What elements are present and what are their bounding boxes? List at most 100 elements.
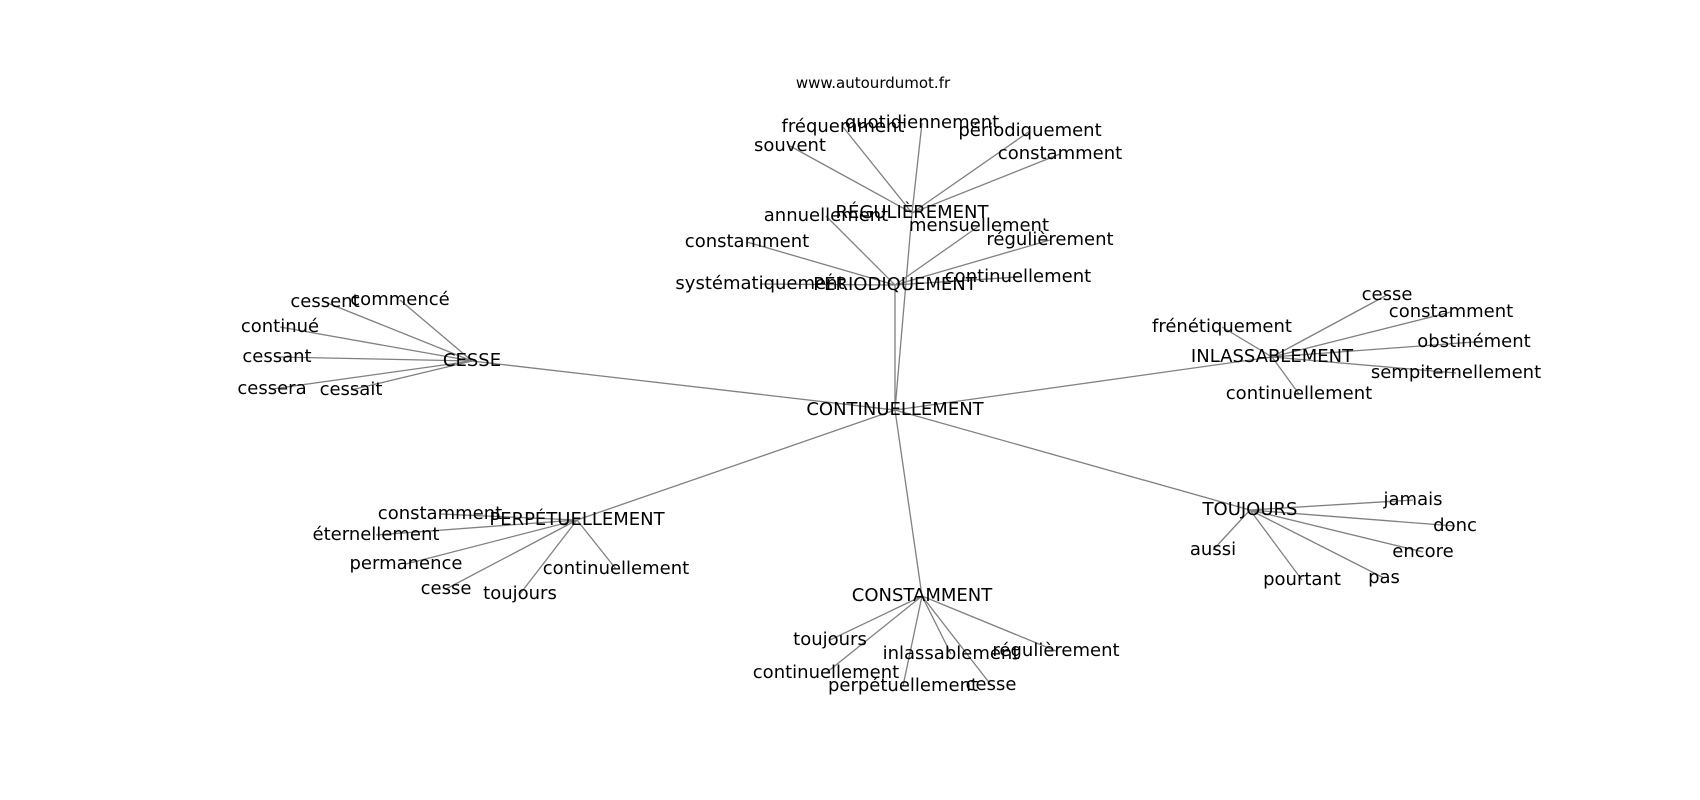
leaf-node-toujours: toujours <box>793 629 867 650</box>
leaf-node-perpetuellement: perpétuellement <box>828 675 978 696</box>
leaf-node-frequemment: fréquemment <box>782 116 905 137</box>
hub-node-constamment: CONSTAMMENT <box>852 585 993 606</box>
leaf-node-pas: pas <box>1368 567 1400 588</box>
leaf-node-inlassablement: inlassablement <box>883 643 1020 664</box>
watermark: www.autourdumot.fr <box>796 74 951 92</box>
leaf-node-donc: donc <box>1433 515 1477 536</box>
leaf-node-regulierement: régulièrement <box>992 640 1119 661</box>
leaf-node-continue: continué <box>241 316 319 337</box>
leaf-node-cessant: cessant <box>242 346 311 367</box>
edge-inlassablement-constamment <box>1271 311 1452 358</box>
leaf-node-cesse: cesse <box>1362 284 1413 305</box>
edge-inlassablement-sempiternellement <box>1271 356 1457 374</box>
edge-toujours-encore <box>1249 509 1424 553</box>
edge-cesse-commence <box>399 299 473 362</box>
leaf-node-annuellement: annuellement <box>764 205 888 226</box>
leaf-node-souvent: souvent <box>754 135 826 156</box>
edge-center-regulierement <box>894 212 913 411</box>
hub-node-cesse: CESSE <box>443 350 501 371</box>
leaf-node-periodiquement: périodiquement <box>958 120 1101 141</box>
leaf-node-obstinement: obstinément <box>1417 331 1530 352</box>
leaf-node-toujours: toujours <box>483 583 557 604</box>
edge-regulierement-constamment <box>911 153 1061 214</box>
edge-perpetuellement-eternellement <box>375 519 578 536</box>
leaf-node-cessera: cessera <box>237 378 306 399</box>
leaf-node-systematiquement: systématiquement <box>675 273 844 294</box>
edge-regulierement-periodiquement <box>911 130 1031 214</box>
leaf-node-constamment: constamment <box>685 231 809 252</box>
edge-cesse-cessera <box>271 360 473 390</box>
leaf-node-pourtant: pourtant <box>1263 569 1341 590</box>
hub-node-regulierement: RÉGULIÈREMENT <box>836 201 990 223</box>
leaf-node-continuellement: continuellement <box>1226 383 1372 404</box>
leaf-node-cesse: cesse <box>966 674 1017 695</box>
edge-inlassablement-continuellement <box>1271 356 1300 395</box>
edge-periodiquement-constamment <box>746 241 896 286</box>
edge-toujours-pourtant <box>1249 509 1303 581</box>
edge-cesse-cessent <box>324 301 473 362</box>
leaf-node-continuellement: continuellement <box>945 266 1091 287</box>
leaf-node-jamais: jamais <box>1383 489 1443 510</box>
leaf-node-constamment: constamment <box>378 503 502 524</box>
hub-node-periodiquement: PÉRIODIQUEMENT <box>813 273 977 295</box>
leaf-node-cessent: cessent <box>290 291 359 312</box>
hub-node-perpetuellement: PERPÉTUELLEMENT <box>489 508 665 530</box>
leaf-node-cessait: cessait <box>320 379 383 400</box>
edge-regulierement-souvent <box>789 145 913 214</box>
edge-periodiquement-regulierement <box>894 239 1051 286</box>
edge-perpetuellement-toujours <box>519 519 578 595</box>
edge-perpetuellement-permanence <box>405 519 578 565</box>
edge-center-cesse <box>471 360 896 411</box>
edge-cesse-cessant <box>276 356 473 362</box>
leaf-node-commence: commencé <box>350 289 449 310</box>
edge-constamment-cesse <box>921 595 992 686</box>
leaf-node-encore: encore <box>1392 541 1453 562</box>
edge-constamment-perpetuellement <box>902 595 923 687</box>
edge-perpetuellement-cesse <box>445 519 578 590</box>
center-node-label: CONTINUELLEMENT <box>806 399 984 420</box>
edge-inlassablement-cesse <box>1271 294 1388 358</box>
leaf-node-eternellement: éternellement <box>313 524 440 545</box>
leaf-node-constamment: constamment <box>998 143 1122 164</box>
leaf-node-regulierement: régulièrement <box>986 229 1113 250</box>
edge-periodiquement-annuellement <box>825 215 896 286</box>
edge-toujours-pas <box>1249 509 1385 579</box>
edge-constamment-continuellement <box>825 595 923 674</box>
hub-node-toujours: TOUJOURS <box>1202 499 1298 520</box>
edge-perpetuellement-constamment <box>439 513 578 521</box>
edge-center-toujours <box>894 409 1251 511</box>
leaf-node-aussi: aussi <box>1190 539 1236 560</box>
edge-regulierement-quotidiennement <box>911 122 923 214</box>
leaf-node-mensuellement: mensuellement <box>909 215 1049 236</box>
edge-periodiquement-continuellement <box>894 276 1019 286</box>
edge-constamment-inlassablement <box>921 595 952 655</box>
labels-layer: CONTINUELLEMENT RÉGULIÈREMENT souventfréqu… <box>237 112 1541 696</box>
edge-periodiquement-mensuellement <box>894 225 980 286</box>
leaf-node-sempiternellement: sempiternellement <box>1371 362 1541 383</box>
leaf-node-continuellement: continuellement <box>753 662 899 683</box>
edge-inlassablement-obstinement <box>1271 341 1475 358</box>
leaf-node-frenetiquement: frénétiquement <box>1152 316 1292 337</box>
edge-constamment-toujours <box>829 595 923 641</box>
edge-periodiquement-systematiquement <box>759 283 896 286</box>
leaf-node-permanence: permanence <box>349 553 462 574</box>
edge-constamment-regulierement <box>921 595 1057 652</box>
edge-inlassablement-frenetiquement <box>1221 326 1273 358</box>
edge-cesse-cessait <box>350 360 473 391</box>
edge-center-perpetuellement <box>576 409 896 521</box>
leaf-node-cesse: cesse <box>421 578 472 599</box>
edge-cesse-continue <box>279 326 473 362</box>
edge-perpetuellement-continuellement <box>576 519 617 570</box>
edge-center-inlassablement <box>894 356 1273 411</box>
edge-regulierement-frequemment <box>842 126 913 214</box>
edge-toujours-jamais <box>1249 499 1414 511</box>
leaf-node-continuellement: continuellement <box>543 558 689 579</box>
edge-toujours-donc <box>1249 509 1456 527</box>
leaf-node-constamment: constamment <box>1389 301 1513 322</box>
edges-layer <box>271 122 1475 687</box>
hub-node-inlassablement: INLASSABLEMENT <box>1191 346 1354 367</box>
edge-center-constamment <box>894 409 923 597</box>
edge-toujours-aussi <box>1212 509 1251 551</box>
leaf-node-quotidiennement: quotidiennement <box>845 112 999 133</box>
